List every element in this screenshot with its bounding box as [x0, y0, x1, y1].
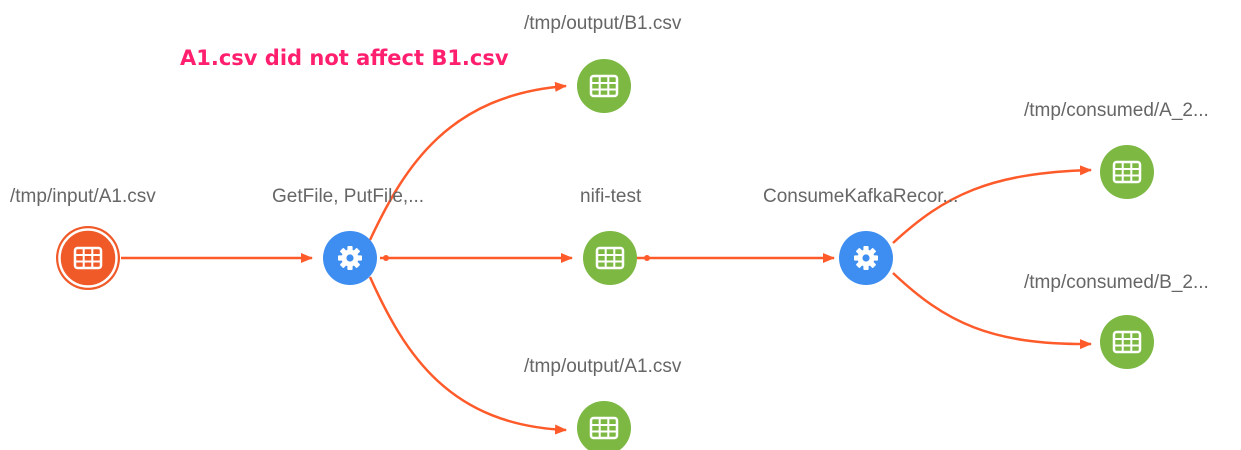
- node-nifi-test[interactable]: [583, 231, 637, 285]
- node-label-consumed-b2: /tmp/consumed/B_2...: [1024, 272, 1209, 293]
- node-label-input-a1: /tmp/input/A1.csv: [10, 186, 156, 207]
- node-label-output-b1: /tmp/output/B1.csv: [524, 13, 682, 34]
- node-label-output-a1: /tmp/output/A1.csv: [524, 356, 682, 377]
- node-processor-getfile[interactable]: [323, 231, 377, 285]
- annotation-note: A1.csv did not affect B1.csv: [180, 46, 509, 70]
- node-output-b1[interactable]: [577, 59, 631, 113]
- node-label-processor-consume: ConsumeKafkaRecor...: [763, 186, 958, 207]
- edge-consume-to-consumed-a2[interactable]: [892, 165, 1092, 244]
- edge-getfile-to-output-b1[interactable]: [368, 81, 567, 241]
- node-consumed-b2[interactable]: [1100, 315, 1154, 369]
- edge-joint-dot: [383, 255, 389, 261]
- node-output-a1[interactable]: [577, 401, 631, 450]
- edge-joint-dot: [644, 255, 650, 261]
- gear-icon: [854, 246, 878, 270]
- node-label-nifi-test: nifi-test: [580, 186, 642, 207]
- node-label-processor-getfile: GetFile, PutFile,...: [272, 186, 424, 207]
- edge-getfile-to-output-a1[interactable]: [368, 276, 567, 435]
- edges: [121, 81, 1092, 435]
- node-processor-consume[interactable]: [839, 231, 893, 285]
- gear-icon: [338, 246, 362, 270]
- node-label-consumed-a2: /tmp/consumed/A_2...: [1024, 100, 1209, 121]
- node-input-a1[interactable]: [56, 226, 120, 290]
- edge-consume-to-consumed-b2[interactable]: [892, 272, 1092, 350]
- node-consumed-a2[interactable]: [1100, 145, 1154, 199]
